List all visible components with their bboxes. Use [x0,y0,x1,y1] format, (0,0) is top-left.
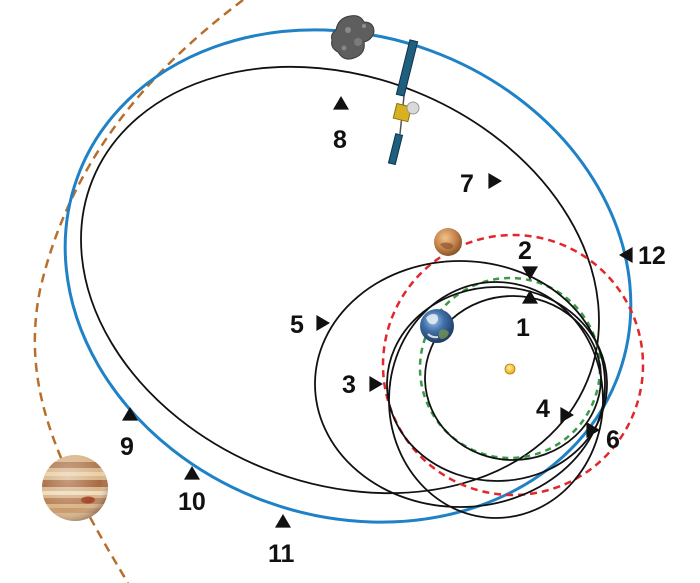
spacecraft-trajectory-loop-mars [314,260,606,508]
marker-label-11: 11 [268,540,295,568]
marker-label-4: 4 [536,395,550,423]
sun-icon [504,363,516,375]
marker-label-9: 9 [120,433,134,461]
comet-icon [331,15,375,60]
spacecraft-trajectory-loop-c [424,295,602,461]
marker-label-12: 12 [638,242,666,270]
marker-label-7: 7 [460,170,474,198]
marker-triangle-12 [619,247,633,263]
marker-label-1: 1 [516,314,530,342]
marker-triangle-10 [184,466,200,480]
marker-triangle-8 [333,96,349,110]
marker-triangle-9 [122,407,138,421]
marker-triangle-7 [488,173,502,189]
spacecraft-trajectory-comet-arc [80,65,600,495]
marker-label-6: 6 [606,426,620,454]
jupiter-icon [42,455,108,521]
mars-orbit [381,233,645,497]
marker-triangle-3 [369,376,383,392]
marker-label-3: 3 [342,371,356,399]
mars-icon [434,228,462,256]
marker-triangle-2 [522,266,538,280]
marker-triangle-1 [522,290,538,304]
marker-label-8: 8 [333,126,347,154]
spacecraft-trajectory-loop-b [388,281,604,519]
spacecraft-icon [387,39,420,166]
marker-label-10: 10 [178,488,206,516]
spacecraft-trajectory-loop-a [386,286,608,482]
marker-label-5: 5 [290,311,304,339]
earth-icon [420,309,454,343]
trajectory-markers [122,96,633,528]
marker-triangle-5 [316,315,330,331]
marker-triangle-4 [560,407,574,423]
marker-label-2: 2 [518,237,532,265]
marker-triangle-6 [586,422,600,438]
marker-triangle-11 [275,514,291,528]
trajectory-marker-labels: 1 2 3 4 5 6 7 8 9 10 11 12 [120,126,666,568]
